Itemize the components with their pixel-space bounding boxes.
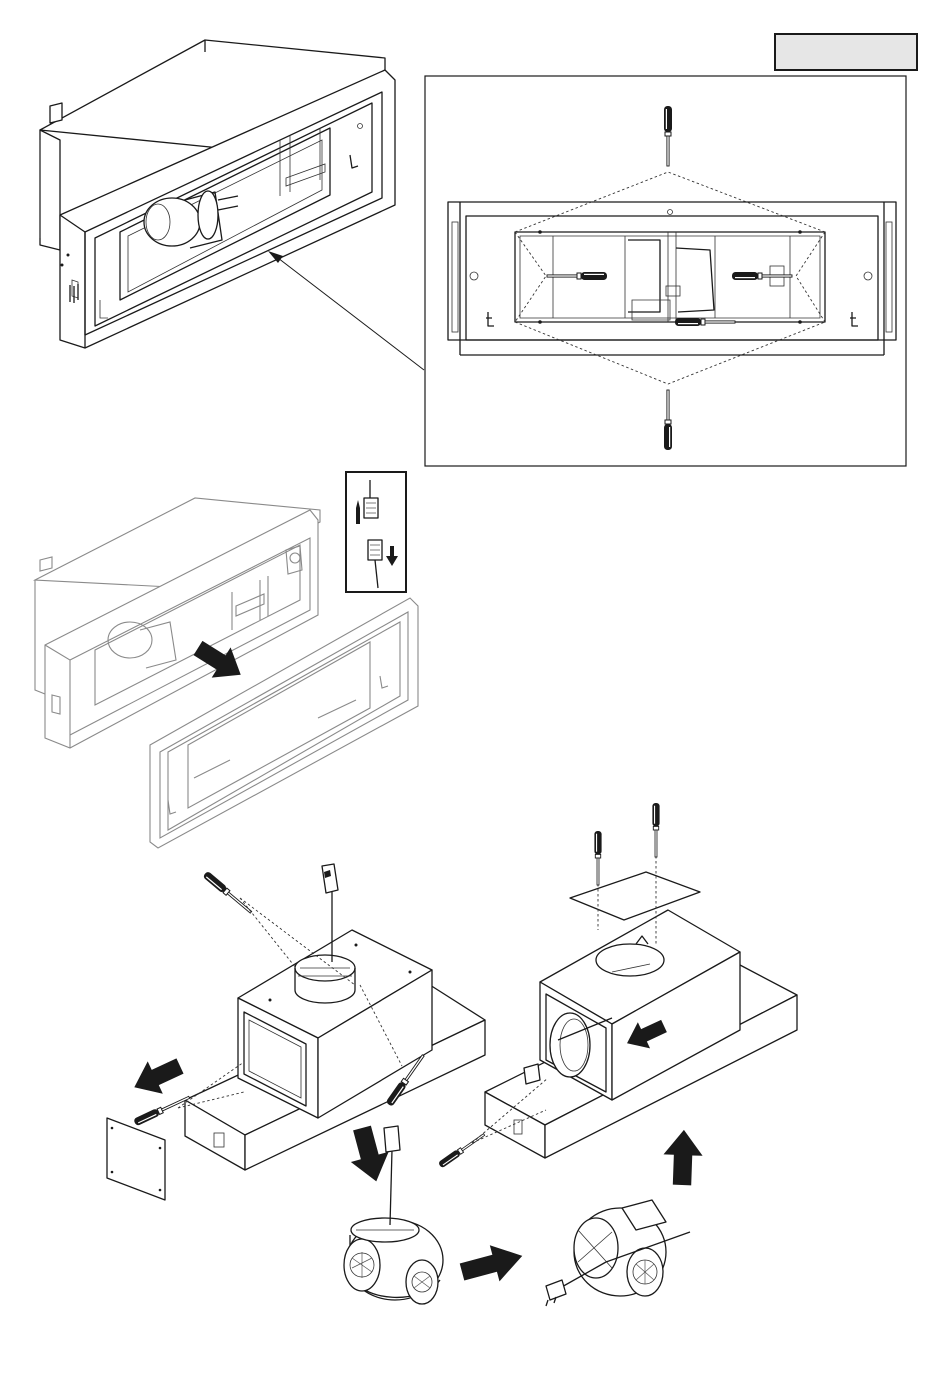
screwdriver-icon xyxy=(547,272,607,280)
connector-inset xyxy=(346,472,406,592)
screwdriver-icon xyxy=(664,390,672,450)
screwdriver-icon xyxy=(438,1132,486,1169)
arrow-icon xyxy=(127,1050,188,1104)
screwdriver-icon xyxy=(133,1094,191,1127)
screwdriver-icon xyxy=(202,871,253,916)
plug-icon xyxy=(546,1280,566,1306)
arrow-icon xyxy=(662,1129,703,1186)
detail-pointer-arrow xyxy=(268,251,424,370)
step-3-refit xyxy=(438,803,797,1186)
screwdriver-icon xyxy=(675,318,735,326)
cover-plate-icon xyxy=(570,872,700,920)
screwdriver-icon xyxy=(594,831,601,885)
screwdriver-icon xyxy=(652,803,659,857)
motor-icon xyxy=(344,1126,443,1304)
detail-zoom-box xyxy=(425,76,906,466)
step-2-panel-removal xyxy=(35,472,418,848)
screwdriver-icon xyxy=(732,272,792,280)
step-1-housing xyxy=(40,40,395,348)
cover-plate-icon xyxy=(107,1118,165,1200)
section-tab xyxy=(775,34,917,70)
motor-icon xyxy=(546,1200,690,1306)
arrow-icon xyxy=(457,1238,527,1290)
screwdriver-icon xyxy=(664,106,672,166)
